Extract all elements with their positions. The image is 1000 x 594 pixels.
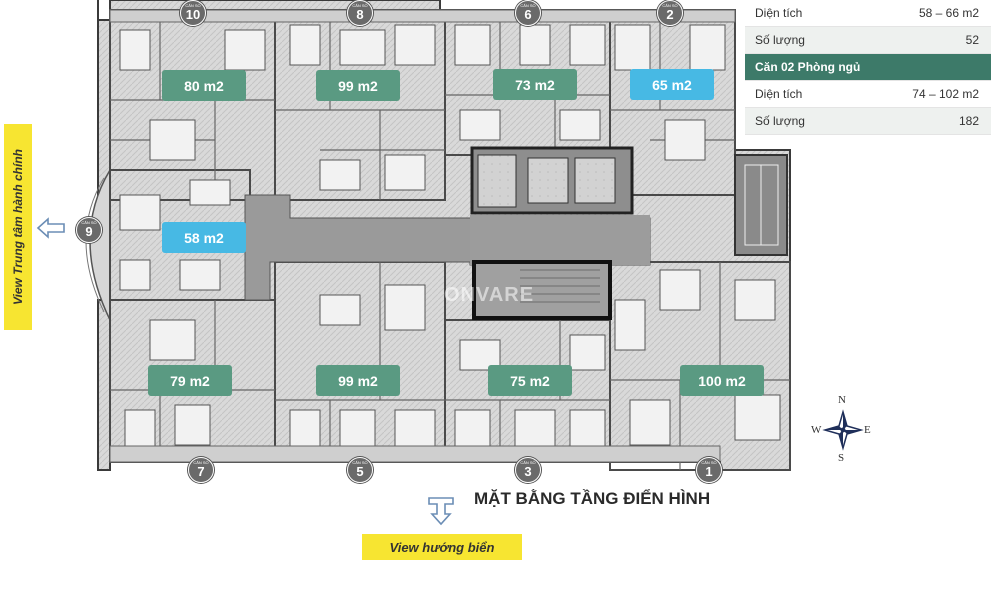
unit-badge-7: CĂN SỐ 7 (188, 457, 214, 483)
compass-west-label: W (811, 424, 822, 436)
area-label-unit-8: 99 m2 (316, 70, 400, 101)
unit-badge-1: CĂN SỐ 1 (696, 457, 722, 483)
compass-icon (822, 409, 864, 451)
area-label-unit-3: 75 m2 (488, 365, 572, 396)
view-left-text: View Trung tâm hành chính (11, 148, 25, 306)
badge-number: 2 (666, 7, 674, 22)
unit-badge-10: CĂN SỐ 10 (180, 0, 206, 26)
stats-section-header: Căn 02 Phòng ngủ (745, 54, 991, 81)
badge-number: 7 (197, 464, 205, 479)
area-label-unit-2: 65 m2 (630, 69, 714, 100)
area-label-unit-5: 99 m2 (316, 365, 400, 396)
left-view-arrow-icon (36, 217, 65, 239)
area-label-unit-7: 79 m2 (148, 365, 232, 396)
watermark: ONVARE (444, 284, 535, 306)
stats-row: Số lượng 52 (745, 27, 991, 54)
right-stair (734, 154, 788, 256)
badge-label: CĂN SỐ (520, 460, 536, 465)
badge-number: 6 (524, 7, 532, 22)
compass-south-label: S (838, 452, 845, 464)
unit-badge-2: CĂN SỐ 2 (657, 0, 683, 26)
badge-number: 5 (356, 464, 364, 479)
left-balcony (89, 169, 111, 321)
stats-table: Diện tích 58 – 66 m2 Số lượng 52 Căn 02 … (745, 0, 991, 135)
stats-row: Diện tích 58 – 66 m2 (745, 0, 991, 27)
badge-number: 10 (185, 7, 201, 22)
stats-section-title: Căn 02 Phòng ngủ (755, 60, 861, 74)
stats-label: Số lượng (755, 114, 805, 128)
stats-row: Số lượng 182 (745, 108, 991, 135)
elevator-core (470, 146, 634, 215)
unit-badge-5: CĂN SỐ 5 (347, 457, 373, 483)
badge-label: CĂN SỐ (193, 460, 209, 465)
badge-number: 8 (356, 7, 364, 22)
stair-core (472, 260, 612, 320)
unit-badge-6: CĂN SỐ 6 (515, 0, 541, 26)
badge-number: 3 (524, 464, 532, 479)
badge-number: 9 (85, 224, 93, 239)
stats-value: 52 (965, 33, 979, 47)
badge-label: CĂN SỐ (662, 3, 678, 8)
stats-label: Diện tích (755, 6, 803, 20)
stats-value: 58 – 66 m2 (918, 6, 979, 20)
stats-row: Diện tích 74 – 102 m2 (745, 81, 991, 108)
area-label-unit-1: 100 m2 (680, 365, 764, 396)
compass-east-label: E (864, 424, 871, 436)
view-bottom-label: View hướng biển (362, 534, 522, 560)
stats-value: 182 (958, 114, 979, 128)
area-label-unit-10: 80 m2 (162, 70, 246, 101)
unit-badge-9: CĂN SỐ 9 (76, 217, 102, 243)
badge-label: CĂN SỐ (520, 3, 536, 8)
unit-badge-3: CĂN SỐ 3 (515, 457, 541, 483)
badge-label: CĂN SỐ (352, 460, 368, 465)
stats-label: Số lượng (755, 33, 805, 47)
compass-north-label: N (838, 394, 846, 406)
badge-number: 1 (705, 464, 713, 479)
stats-label: Diện tích (755, 87, 803, 101)
badge-label: CĂN SỐ (352, 3, 368, 8)
unit-badge-8: CĂN SỐ 8 (347, 0, 373, 26)
bottom-view-arrow-icon (428, 497, 454, 526)
badge-label: CĂN SỐ (701, 460, 717, 465)
area-label-unit-9: 58 m2 (162, 222, 246, 253)
area-label-unit-6: 73 m2 (493, 69, 577, 100)
page-title: MẶT BẰNG TẦNG ĐIỂN HÌNH (474, 489, 711, 508)
badge-label: CĂN SỐ (185, 3, 201, 8)
view-left-label: View Trung tâm hành chính (4, 124, 32, 330)
stats-value: 74 – 102 m2 (912, 87, 979, 101)
badge-label: CĂN SỐ (81, 220, 97, 225)
